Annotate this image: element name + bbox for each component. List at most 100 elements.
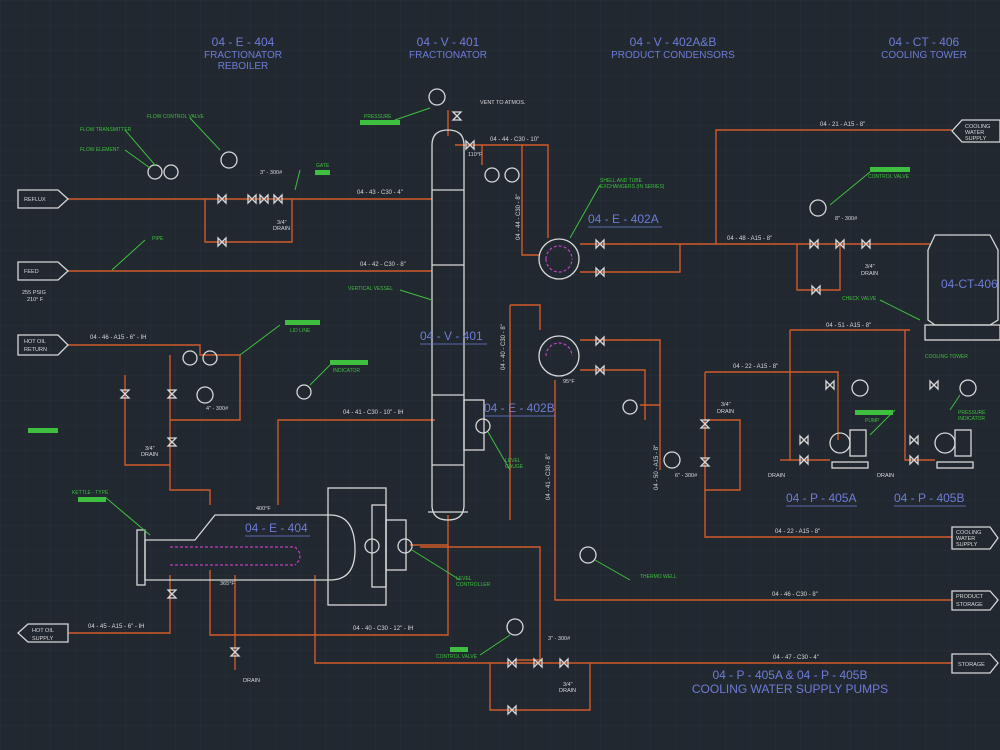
svg-text:04 - 48 - A15 - 8": 04 - 48 - A15 - 8" (727, 236, 772, 242)
svg-text:HOT OIL: HOT OIL (32, 628, 54, 634)
svg-text:110°F: 110°F (468, 152, 483, 158)
svg-text:DRAIN: DRAIN (861, 271, 878, 277)
svg-text:LEVEL: LEVEL (505, 458, 521, 464)
terminal-hot-oil-return: HOT OIL RETURN (17, 334, 69, 356)
svg-text:04 - 44 - C30 - 8": 04 - 44 - C30 - 8" (516, 194, 522, 240)
header-tag: 04 - E - 404 (212, 35, 275, 49)
svg-text:INDICATOR: INDICATOR (958, 416, 985, 422)
svg-text:3/4": 3/4" (145, 446, 155, 452)
pressure-indicator-icon (959, 379, 977, 397)
terminal-product-storage: PRODUCT STORAGE (951, 590, 999, 611)
svg-text:DRAIN: DRAIN (877, 473, 894, 479)
svg-text:3/4": 3/4" (721, 402, 731, 408)
pressure-indicator-icon (428, 88, 446, 106)
terminal-cooling-water-top: COOLING WATER SUPPLY (951, 119, 1000, 143)
svg-text:WATER: WATER (965, 130, 984, 136)
svg-text:DRAIN: DRAIN (717, 409, 734, 415)
condenser-e402a: 04 - E - 402A (538, 212, 662, 280)
header-tag: 04 - V - 402A&B (630, 35, 717, 49)
temperature-indicator-icon (663, 451, 681, 469)
level-controller-icon (397, 538, 413, 554)
annotations: FLOW CONTROL VALVE FLOW TRANSMITTER FLOW… (72, 100, 986, 694)
svg-text:DRAIN: DRAIN (141, 452, 158, 458)
svg-text:CONTROLLER: CONTROLLER (456, 582, 491, 588)
svg-text:PRODUCT: PRODUCT (956, 594, 984, 600)
header-desc: FRACTIONATOR (409, 50, 487, 61)
control-valve-icon (809, 199, 827, 217)
indicator-icon (622, 399, 638, 415)
level-gauge (463, 399, 485, 451)
svg-text:04 - 41 - C30 - 8": 04 - 41 - C30 - 8" (546, 454, 552, 500)
svg-text:COOLING: COOLING (965, 124, 990, 130)
header-e404: 04 - E - 404 FRACTIONATOR REBOILER (204, 35, 282, 72)
svg-text:3" - 300#: 3" - 300# (548, 636, 571, 642)
svg-text:DRAIN: DRAIN (768, 473, 785, 479)
pumps-title: 04 - P - 405A & 04 - P - 405B COOLING WA… (692, 668, 888, 696)
svg-text:COOLING: COOLING (956, 530, 981, 536)
svg-text:GATE: GATE (316, 163, 330, 169)
pumps-title-tags: 04 - P - 405A & 04 - P - 405B (713, 668, 868, 682)
pump-p405b: 04 - P - 405B (894, 429, 974, 507)
svg-text:CHECK VALVE: CHECK VALVE (842, 296, 877, 302)
svg-text:95°F: 95°F (563, 379, 575, 385)
svg-text:STORAGE: STORAGE (956, 602, 983, 608)
svg-text:SUPPLY: SUPPLY (965, 136, 987, 142)
svg-text:HOT OIL: HOT OIL (24, 339, 46, 345)
header-tag: 04 - CT - 406 (889, 35, 960, 49)
svg-text:255 PSIG: 255 PSIG (22, 290, 46, 296)
svg-text:04 - 40 - C30 - 8": 04 - 40 - C30 - 8" (501, 324, 507, 370)
svg-text:400°F: 400°F (256, 506, 271, 512)
svg-text:8" - 300#: 8" - 300# (835, 216, 858, 222)
header-ct406: 04 - CT - 406 COOLING TOWER (881, 35, 967, 61)
svg-text:FLOW TRANSMITTER: FLOW TRANSMITTER (80, 127, 132, 133)
svg-text:SHELL AND TUBE: SHELL AND TUBE (600, 178, 643, 184)
pressure-indicator-icon (851, 379, 869, 397)
line-labels: 04 - 43 - C30 - 4" 04 - 42 - C30 - 8" 04… (88, 122, 871, 661)
svg-text:04 - 47 - C30 - 4": 04 - 47 - C30 - 4" (773, 655, 819, 661)
svg-text:365°F: 365°F (220, 581, 235, 587)
temperature-indicator-icon (182, 350, 198, 366)
cooling-tower: 04-CT-406 (924, 234, 1000, 341)
pumps-title-desc: COOLING WATER SUPPLY PUMPS (692, 682, 888, 696)
svg-text:04 - 45 - A15 - 6" - IH: 04 - 45 - A15 - 6" - IH (88, 624, 145, 630)
terminal-reflux: REFLUX (17, 189, 69, 209)
svg-text:FLOW CONTROL VALVE: FLOW CONTROL VALVE (147, 114, 205, 120)
svg-text:04 - 43 - C30 - 4": 04 - 43 - C30 - 4" (357, 190, 403, 196)
svg-text:04 - 22 - A15 - 8": 04 - 22 - A15 - 8" (775, 529, 820, 535)
svg-text:3/4": 3/4" (277, 220, 287, 226)
svg-text:SUPPLY: SUPPLY (956, 542, 978, 548)
svg-text:SUPPLY: SUPPLY (32, 636, 54, 642)
reboiler-e404: 04 - E - 404 (136, 487, 407, 606)
svg-text:04 - 41 - C30 - 10" - IH: 04 - 41 - C30 - 10" - IH (343, 410, 404, 416)
terminal-feed: FEED 255 PSIG 210° F (17, 261, 69, 303)
terminal-label: FEED (24, 269, 39, 275)
level-controller-icon (364, 538, 380, 554)
header-desc: PRODUCT CONDENSORS (611, 50, 735, 61)
flow-control-valve-icon (220, 151, 238, 169)
flow-transmitter-icon (163, 164, 179, 180)
svg-text:04 - 22 - A15 - 8": 04 - 22 - A15 - 8" (733, 364, 778, 370)
terminal-hot-oil-supply: HOT OIL SUPPLY (17, 623, 69, 643)
svg-text:PUMP: PUMP (865, 418, 880, 424)
svg-text:CONTROL VALVE: CONTROL VALVE (436, 654, 478, 660)
temperature-indicator-icon (484, 167, 500, 183)
svg-text:04 - 21 - A15 - 8": 04 - 21 - A15 - 8" (820, 122, 865, 128)
svg-text:LEVEL: LEVEL (456, 576, 472, 582)
svg-text:3/4": 3/4" (563, 682, 573, 688)
header-v402: 04 - V - 402A&B PRODUCT CONDENSORS (611, 35, 735, 61)
svg-text:04 - 44 - C30 - 10": 04 - 44 - C30 - 10" (490, 137, 539, 143)
svg-text:6" - 300#: 6" - 300# (675, 473, 698, 479)
valves (119, 111, 939, 716)
header-desc: COOLING TOWER (881, 50, 967, 61)
svg-text:EXCHANGERS (IN SERIES): EXCHANGERS (IN SERIES) (600, 184, 665, 190)
svg-text:04 - 40 - C30 - 12" - IH: 04 - 40 - C30 - 12" - IH (353, 626, 414, 632)
header-tag: 04 - V - 401 (417, 35, 480, 49)
svg-text:PRESSURE: PRESSURE (364, 114, 392, 120)
pump-p405a: 04 - P - 405A (786, 429, 869, 507)
svg-text:VERTICAL VESSEL: VERTICAL VESSEL (348, 286, 393, 292)
temperature-indicator-icon (504, 167, 520, 183)
temperature-indicator-icon (202, 350, 218, 366)
terminal-label: REFLUX (24, 197, 46, 203)
equipment-tag-e402b: 04 - E - 402B (484, 401, 555, 415)
